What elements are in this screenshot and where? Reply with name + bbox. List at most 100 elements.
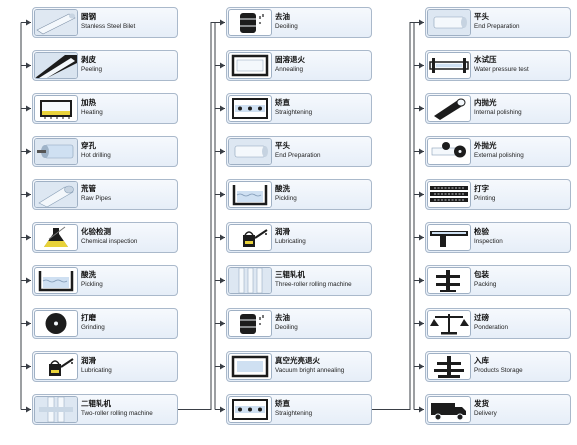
- arrow-head-icon: [220, 406, 225, 413]
- printing-icon: [427, 181, 471, 208]
- arrow-head-icon: [419, 406, 424, 413]
- step-name-en: Ponderation: [474, 324, 508, 331]
- step-name-en: Products Storage: [474, 367, 523, 374]
- arrow-head-icon: [419, 234, 424, 241]
- step-name-en: Deoiling: [275, 324, 298, 331]
- step-name-en: Raw Pipes: [81, 195, 112, 202]
- step-name-en: Two-roller rolling machine: [81, 410, 153, 417]
- step-name-en: Deoiling: [275, 23, 298, 30]
- step-name-cn: 检验: [474, 227, 489, 236]
- pickling-tank-icon: [34, 267, 78, 294]
- arrow-head-icon: [26, 148, 31, 155]
- process-step: 检验 Inspection: [425, 222, 571, 253]
- step-name-en: Packing: [474, 281, 497, 288]
- step-name-en: Water pressure test: [474, 66, 529, 73]
- step-name-en: Stanless Steel Bilet: [81, 23, 136, 30]
- step-name-cn: 矫直: [275, 98, 290, 107]
- arrow-head-icon: [220, 191, 225, 198]
- process-step: 去油 Deoiling: [226, 7, 372, 38]
- column-link-line: [372, 22, 414, 410]
- process-step: 润滑 Lubricating: [32, 351, 178, 382]
- arrow-head-icon: [220, 19, 225, 26]
- step-name-cn: 酸洗: [81, 270, 96, 279]
- vacuum-furnace-icon: [228, 353, 272, 380]
- step-name-en: Lubricating: [81, 367, 112, 374]
- step-name-cn: 打磨: [81, 313, 96, 322]
- external-polishing-icon: [427, 138, 471, 165]
- step-name-cn: 润滑: [275, 227, 290, 236]
- scale-icon: [427, 310, 471, 337]
- step-name-en: Inspection: [474, 238, 503, 245]
- step-name-cn: 化验检测: [81, 227, 111, 236]
- step-name-cn: 二辊轧机: [81, 399, 111, 408]
- step-name-cn: 外抛光: [474, 141, 497, 150]
- deoiling-barrel-icon: [228, 9, 272, 36]
- step-name-cn: 真空光亮退火: [275, 356, 320, 365]
- end-preparation-icon: [427, 9, 471, 36]
- process-step: 三辊轧机 Three-roller rolling machine: [226, 265, 372, 296]
- process-step: 荒管 Raw Pipes: [32, 179, 178, 210]
- step-name-en: End Preparation: [474, 23, 520, 30]
- step-name-en: Lubricating: [275, 238, 306, 245]
- step-name-cn: 发货: [474, 399, 489, 408]
- arrow-head-icon: [26, 277, 31, 284]
- step-name-cn: 包装: [474, 270, 489, 279]
- straightening-icon: [228, 95, 272, 122]
- step-name-cn: 荒管: [81, 184, 96, 193]
- step-name-cn: 平头: [474, 12, 489, 21]
- step-name-cn: 剥皮: [81, 55, 96, 64]
- arrow-head-icon: [220, 363, 225, 370]
- arrow-head-icon: [26, 363, 31, 370]
- arrow-head-icon: [419, 363, 424, 370]
- step-name-en: Delivery: [474, 410, 497, 417]
- step-name-cn: 加热: [81, 98, 96, 107]
- step-name-cn: 打字: [474, 184, 489, 193]
- step-name-cn: 圆钢: [81, 12, 96, 21]
- step-name-en: Three-roller rolling machine: [275, 281, 352, 288]
- process-step: 真空光亮退火 Vacuum bright annealing: [226, 351, 372, 382]
- step-name-en: End Preparation: [275, 152, 321, 159]
- step-name-en: Heating: [81, 109, 103, 116]
- step-name-en: Vacuum bright annealing: [275, 367, 345, 374]
- arrow-head-icon: [220, 148, 225, 155]
- step-name-cn: 入库: [474, 356, 489, 365]
- arrow-head-icon: [26, 19, 31, 26]
- arrow-head-icon: [419, 277, 424, 284]
- step-name-en: External polishing: [474, 152, 524, 159]
- three-roller-mill-icon: [228, 267, 272, 294]
- arrow-head-icon: [419, 148, 424, 155]
- step-name-en: Straightening: [275, 109, 313, 116]
- process-step: 外抛光 External polishing: [425, 136, 571, 167]
- step-name-cn: 去油: [275, 12, 290, 21]
- step-name-cn: 平头: [275, 141, 290, 150]
- step-name-en: Pickling: [275, 195, 297, 202]
- two-roller-mill-icon: [34, 396, 78, 423]
- storage-icon: [427, 353, 471, 380]
- step-name-en: Internal polishing: [474, 109, 522, 116]
- arrow-head-icon: [26, 406, 31, 413]
- arrow-head-icon: [26, 234, 31, 241]
- arrow-head-icon: [26, 191, 31, 198]
- step-name-cn: 三辊轧机: [275, 270, 305, 279]
- process-step: 平头 End Preparation: [226, 136, 372, 167]
- process-step: 发货 Delivery: [425, 394, 571, 425]
- step-name-cn: 润滑: [81, 356, 96, 365]
- grinding-wheel-icon: [34, 310, 78, 337]
- arrow-head-icon: [419, 105, 424, 112]
- arrow-head-icon: [26, 62, 31, 69]
- process-step: 平头 End Preparation: [425, 7, 571, 38]
- arrow-head-icon: [419, 19, 424, 26]
- arrow-head-icon: [419, 62, 424, 69]
- arrow-head-icon: [220, 105, 225, 112]
- step-name-cn: 穿孔: [81, 141, 96, 150]
